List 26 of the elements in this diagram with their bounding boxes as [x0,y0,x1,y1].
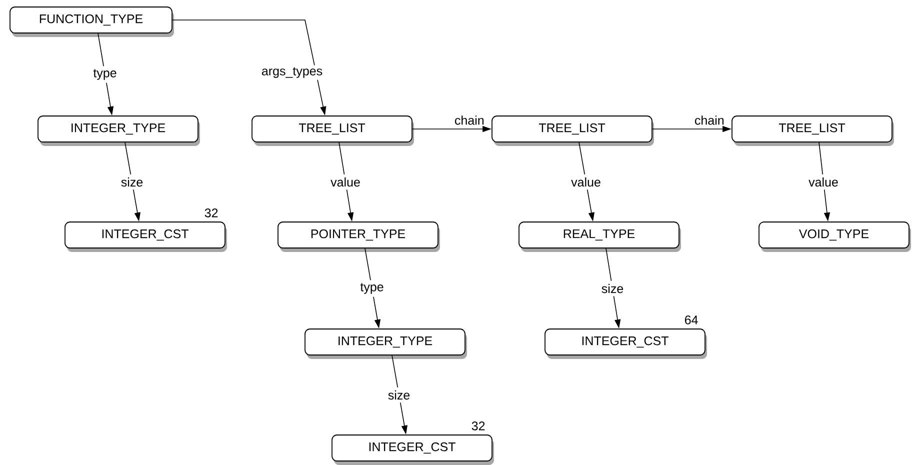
edge-label: size [598,280,627,296]
edge-label: size [118,174,146,190]
type-box: INTEGER_CST [64,222,227,252]
edge-label: args_types [259,65,325,80]
type-box: INTEGER_CST [332,434,494,465]
type-box: VOID_TYPE [758,222,911,252]
type-box: POINTER_TYPE [278,222,440,252]
edge-label: chain [455,116,484,125]
type-box: TREE_LIST [252,116,414,146]
edge-label: type [90,66,120,83]
edge-label: value [328,174,364,190]
size-value: 32 [472,422,485,430]
edge-label: type [357,280,387,297]
edge-label: chain [695,116,724,125]
type-box: TREE_LIST [492,116,654,146]
type-box: INTEGER_TYPE [304,328,467,359]
type-box: INTEGER_CST [544,328,707,359]
type-box: FUNCTION_TYPE [10,6,174,37]
type-box: REAL_TYPE [518,222,681,252]
edge-label: value [568,174,604,190]
size-value: 32 [204,208,218,218]
type-box: INTEGER_TYPE [38,116,200,146]
edge-label: value [806,174,842,190]
type-box: TREE_LIST [732,116,894,146]
edge-label: size [384,387,414,403]
size-value: 64 [684,316,698,324]
